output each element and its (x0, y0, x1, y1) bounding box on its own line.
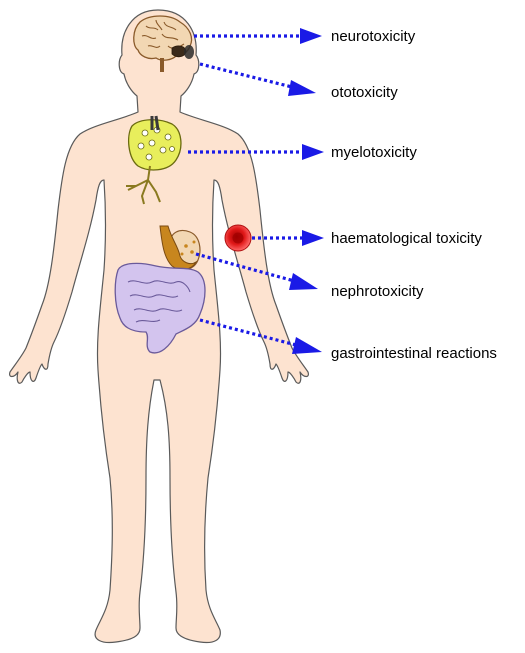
label-nephrotoxicity: nephrotoxicity (331, 283, 424, 300)
label-gastrointestinal: gastrointestinal reactions (331, 345, 497, 362)
label-haematological: haematological toxicity (331, 230, 482, 247)
label-ototoxicity: ototoxicity (331, 84, 398, 101)
ear-icon (184, 45, 194, 59)
label-myelotoxicity: myelotoxicity (331, 144, 417, 161)
label-neurotoxicity: neurotoxicity (331, 28, 416, 45)
arrow-neurotoxicity (194, 28, 322, 44)
blood-cell-icon (225, 225, 251, 251)
arrow-ototoxicity (200, 64, 316, 96)
